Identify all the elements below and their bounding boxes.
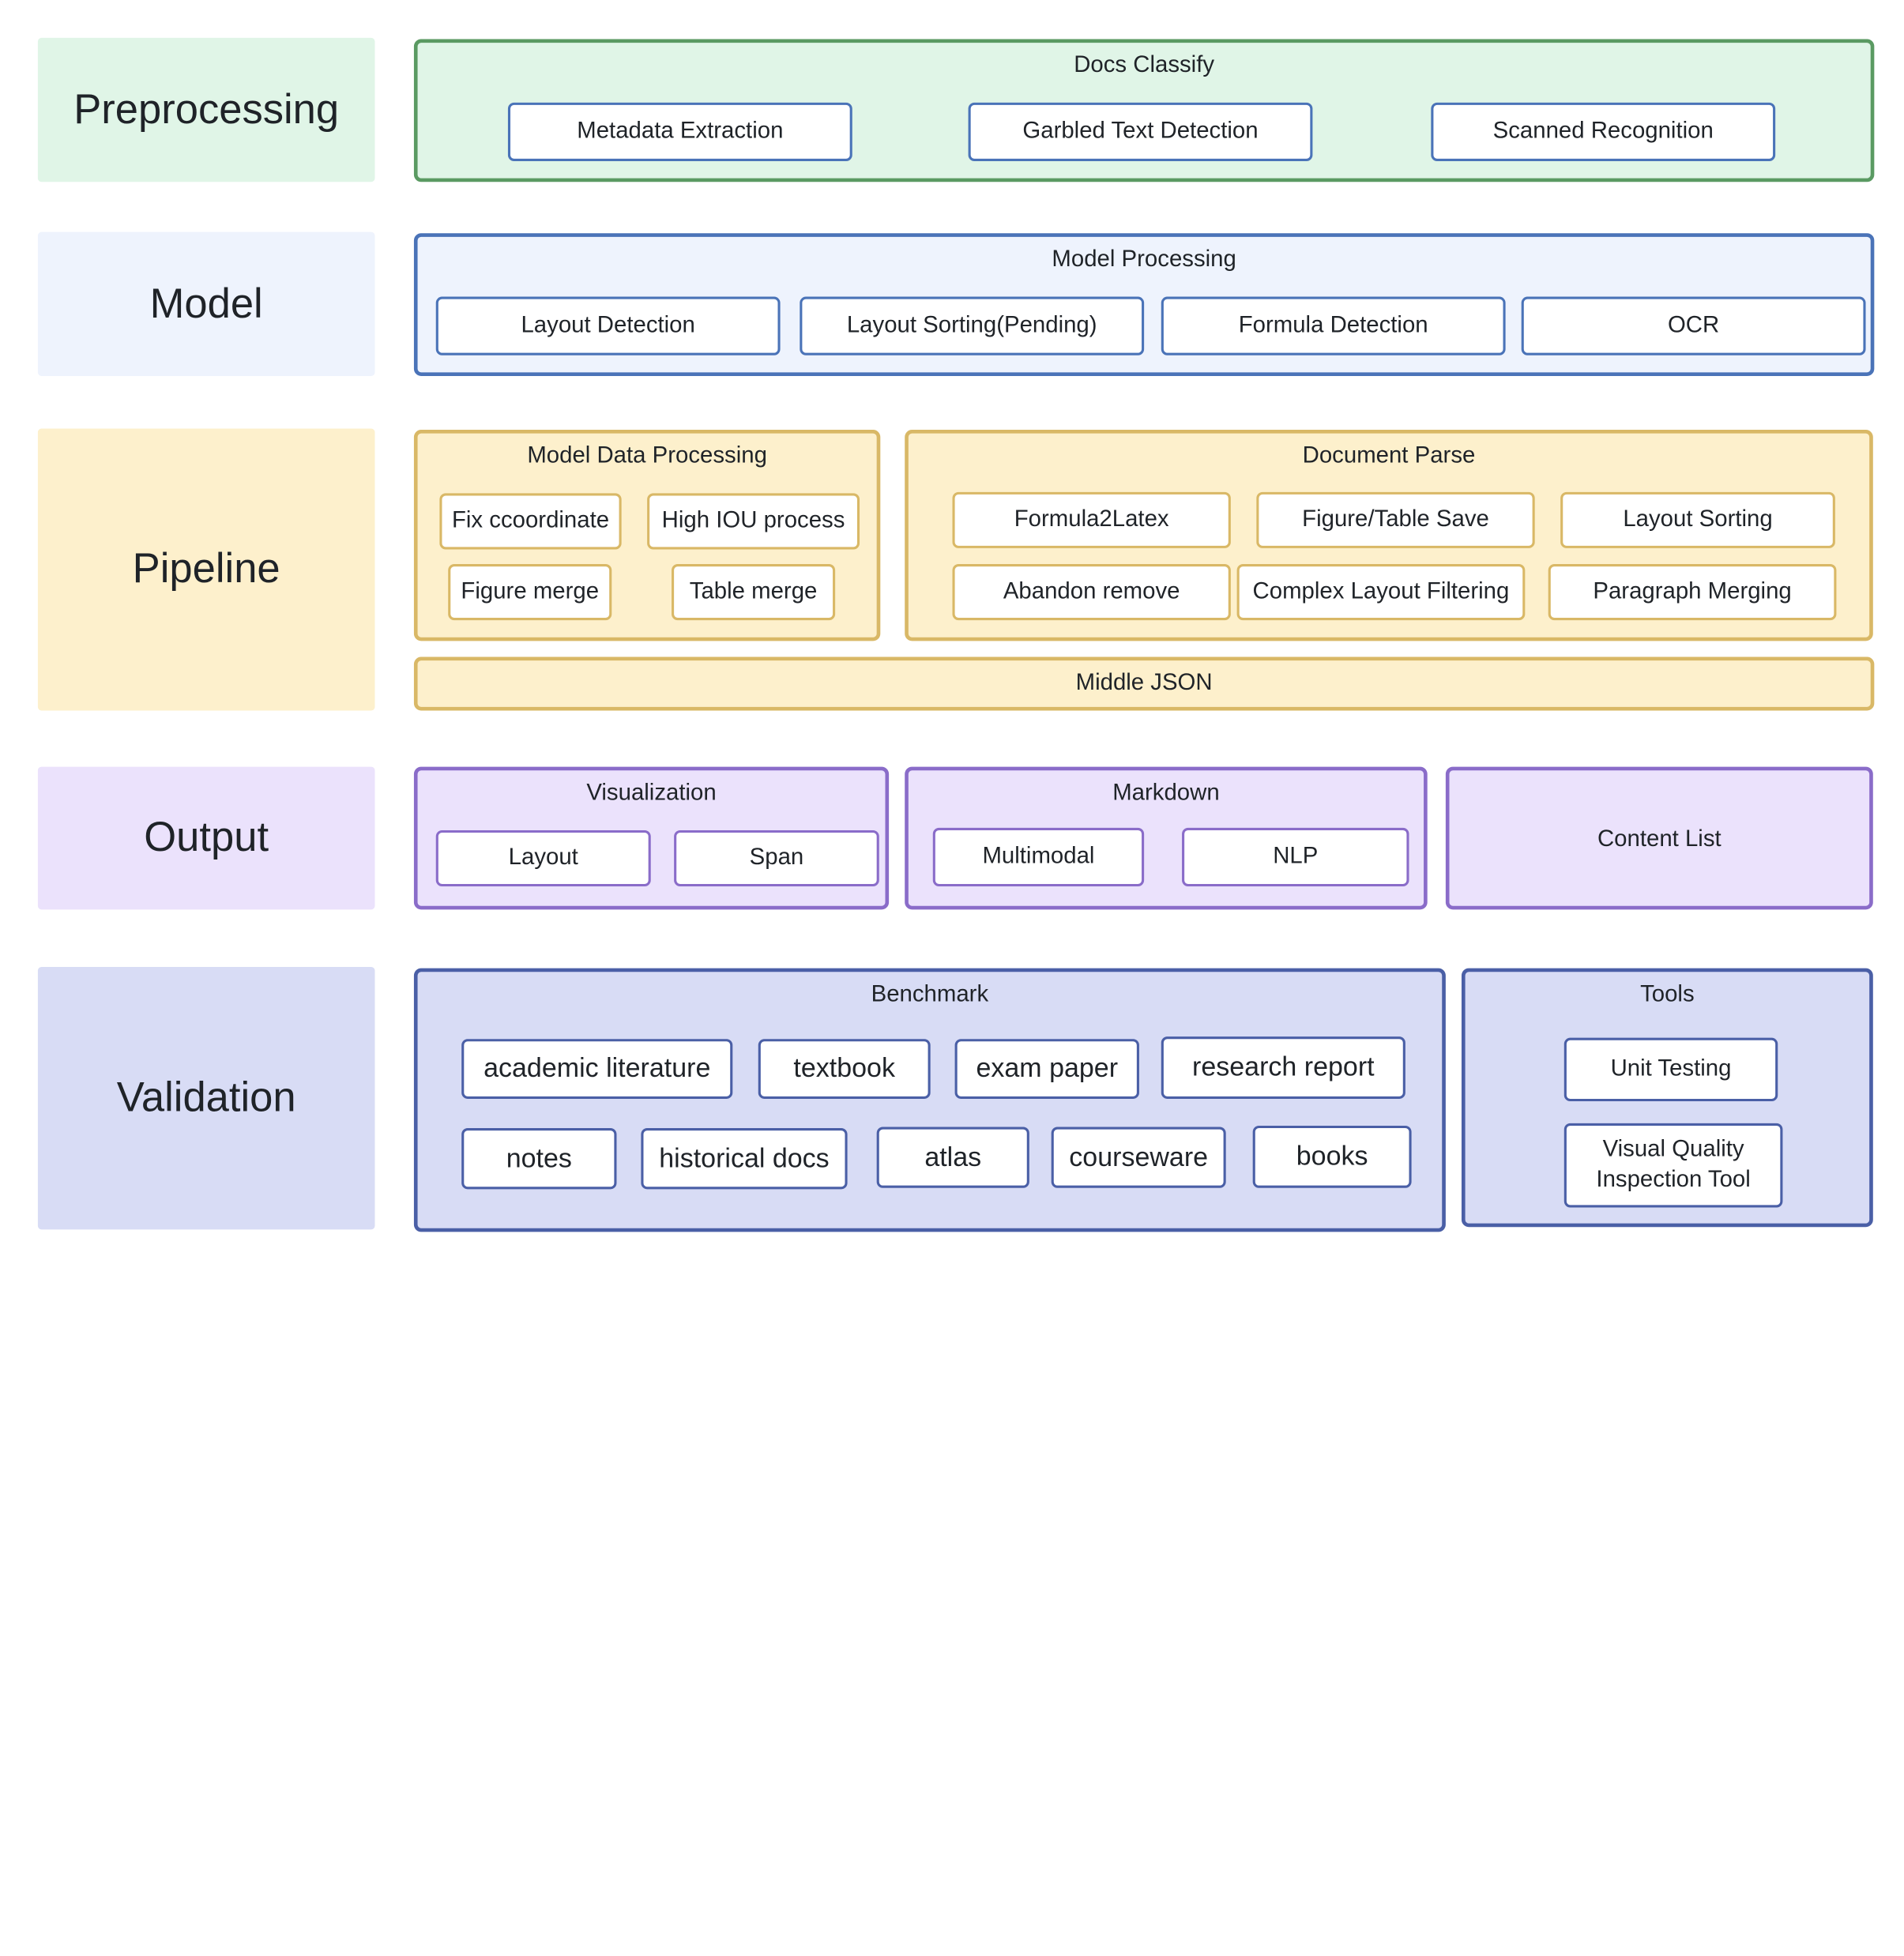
figure-merge-box: Figure merge — [448, 564, 612, 621]
docs-classify-title: Docs Classify — [1074, 52, 1215, 78]
benchmark-historical-docs: historical docs — [641, 1128, 848, 1190]
model-data-processing-title: Model Data Processing — [527, 443, 767, 469]
row-label-model: Model — [37, 231, 375, 377]
benchmark-academic-literature: academic literature — [461, 1039, 733, 1099]
multimodal-box: Multimodal — [932, 827, 1145, 887]
model-processing-panel: Model Processing Layout Detection Layout… — [413, 233, 1875, 377]
high-iou-process-box: High IOU process — [647, 493, 860, 550]
middle-json-bar: Middle JSON — [413, 656, 1875, 711]
benchmark-courseware: courseware — [1051, 1127, 1226, 1188]
row-label-preprocessing: Preprocessing — [37, 37, 375, 182]
fix-coordinate-box: Fix ccoordinate — [439, 493, 622, 550]
row-label-validation: Validation — [37, 967, 375, 1230]
row-label-pipeline: Pipeline — [37, 428, 375, 711]
model-processing-title: Model Processing — [1052, 246, 1236, 273]
document-parse-panel: Document Parse Formula2Latex Figure/Tabl… — [905, 430, 1873, 641]
layout-sorting-pending-box: Layout Sorting(Pending) — [800, 296, 1145, 355]
metadata-extraction-box: Metadata Extraction — [507, 102, 852, 162]
complex-layout-filtering-box: Complex Layout Filtering — [1236, 564, 1526, 621]
content-list-label: Content List — [1597, 826, 1722, 852]
scanned-recognition-box: Scanned Recognition — [1431, 102, 1776, 162]
paragraph-merging-box: Paragraph Merging — [1548, 564, 1837, 621]
tools-panel: Tools Unit Testing Visual Quality Inspec… — [1461, 968, 1873, 1228]
formula2latex-box: Formula2Latex — [952, 491, 1231, 548]
benchmark-atlas: atlas — [876, 1127, 1029, 1188]
tools-title: Tools — [1640, 981, 1695, 1008]
benchmark-textbook: textbook — [758, 1039, 931, 1099]
row-label-output: Output — [37, 766, 375, 910]
markdown-panel: Markdown Multimodal NLP — [905, 766, 1428, 910]
visualization-title: Visualization — [586, 780, 717, 807]
benchmark-research-report: research report — [1161, 1036, 1405, 1099]
ocr-box: OCR — [1521, 296, 1866, 355]
garbled-text-detection-box: Garbled Text Detection — [968, 102, 1313, 162]
benchmark-title: Benchmark — [871, 981, 989, 1008]
middle-json-label: Middle JSON — [1075, 670, 1213, 696]
model-data-processing-panel: Model Data Processing Fix ccoordinate Hi… — [413, 430, 881, 641]
benchmark-panel: Benchmark academic literature textbook e… — [413, 968, 1446, 1232]
span-box: Span — [674, 829, 879, 887]
abandon-remove-box: Abandon remove — [952, 564, 1231, 621]
markdown-title: Markdown — [1112, 780, 1220, 807]
layout-sorting-box: Layout Sorting — [1560, 491, 1835, 548]
content-list-panel: Content List — [1445, 766, 1873, 910]
layout-box: Layout — [435, 829, 651, 887]
unit-testing-box: Unit Testing — [1563, 1037, 1778, 1102]
nlp-box: NLP — [1182, 827, 1409, 887]
formula-detection-box: Formula Detection — [1161, 296, 1506, 355]
benchmark-exam-paper: exam paper — [954, 1039, 1139, 1099]
visualization-panel: Visualization Layout Span — [413, 766, 890, 910]
benchmark-notes: notes — [461, 1128, 617, 1190]
benchmark-books: books — [1252, 1125, 1412, 1188]
layout-detection-box: Layout Detection — [435, 296, 781, 355]
docs-classify-panel: Docs Classify Metadata Extraction Garble… — [413, 39, 1875, 182]
document-parse-title: Document Parse — [1302, 443, 1476, 469]
figure-table-save-box: Figure/Table Save — [1256, 491, 1535, 548]
table-merge-box: Table merge — [672, 564, 836, 621]
visual-quality-inspection-tool-box: Visual Quality Inspection Tool — [1563, 1123, 1783, 1208]
